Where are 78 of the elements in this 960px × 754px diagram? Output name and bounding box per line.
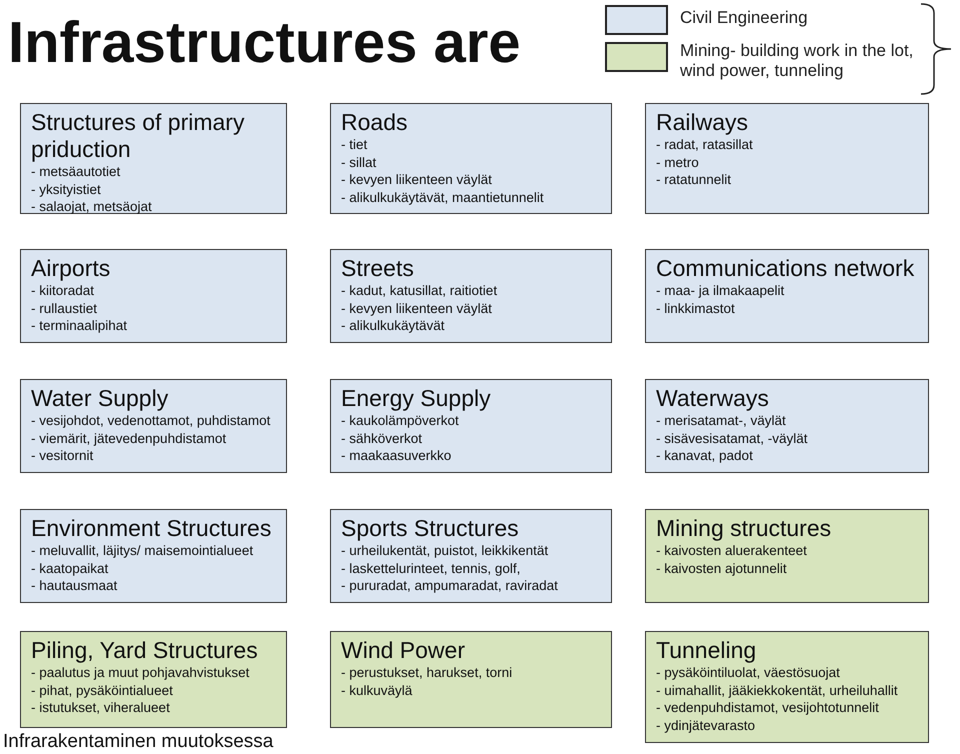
category-box — [645, 509, 929, 603]
box-heading: Streets — [341, 255, 415, 282]
category-box — [330, 631, 612, 728]
list-item: - vesijohdot, vedenottamot, puhdistamot — [31, 412, 272, 430]
list-item: - radat, ratasillat — [656, 136, 754, 154]
title: Infrastructures are — [8, 10, 521, 76]
list-item: - alikulkukäytävät, maantietunnelit — [341, 188, 545, 206]
list-item: - ydinjätevarasto — [656, 716, 756, 734]
list-item: - kaivosten ajotunnelit — [656, 560, 788, 577]
list-item: - salaojat, metsäojat — [31, 198, 153, 216]
category-box — [330, 509, 612, 603]
category-box — [645, 631, 929, 743]
list-item: - sähköverkot — [341, 430, 424, 447]
box-heading: Communications network — [656, 255, 916, 282]
box-heading: Railways — [656, 109, 750, 136]
box-heading: Sports Structures — [341, 515, 520, 542]
list-item: - viemärit, jätevedenpuhdistamot — [31, 430, 228, 447]
list-item: - kevyen liikenteen väylät — [341, 300, 493, 317]
caption: Infrarakentaminen muutoksessa — [3, 731, 274, 753]
list-item: - alikulkukäytävät — [341, 317, 446, 334]
list-item: - metro — [656, 154, 700, 171]
category-box — [20, 103, 287, 214]
list-item: - meluvallit, läjitys/ maisemointialueet — [31, 542, 254, 560]
list-item: - tiet — [341, 136, 368, 154]
box-heading: Piling, Yard Structures — [31, 637, 259, 664]
list-item: - kevyen liikenteen väylät — [341, 171, 493, 188]
list-item: - ratatunnelit — [656, 171, 732, 188]
box-heading: Roads — [341, 109, 408, 136]
list-item: - pururadat, ampumaradat, raviradat — [341, 577, 559, 594]
list-item: - uimahallit, jääkiekkokentät, urheiluhallit — [656, 682, 899, 699]
list-item: - istutukset, viheralueet — [31, 699, 171, 716]
list-item: - sisävesisatamat, -väylät — [656, 430, 809, 447]
list-item: - vesitornit — [31, 447, 94, 464]
category-box — [20, 249, 287, 343]
box-heading: Tunneling — [656, 637, 758, 664]
list-item: - sillat — [341, 154, 378, 171]
list-item: - kaivosten aluerakenteet — [656, 542, 808, 560]
box-heading: Wind Power — [341, 637, 466, 664]
category-box — [20, 509, 287, 603]
list-item: - kulkuväylä — [341, 682, 414, 699]
list-item: - kanavat, padot — [656, 447, 754, 464]
list-item: - pihat, pysäköintialueet — [31, 682, 174, 699]
legend-label: Civil Engineering — [680, 8, 809, 28]
list-item: - vedenpuhdistamot, vesijohtotunnelit — [656, 699, 880, 716]
list-item: - maa- ja ilmakaapelit — [656, 282, 786, 300]
box-heading: Structures of primary priduction — [31, 109, 246, 163]
list-item: - maakaasuverkko — [341, 447, 452, 464]
box-heading: Water Supply — [31, 385, 170, 412]
list-item: - pysäköintiluolat, väestösuojat — [656, 664, 841, 682]
box-heading: Waterways — [656, 385, 770, 412]
box-heading: Airports — [31, 255, 112, 282]
list-item: - urheilukentät, puistot, leikkikentät — [341, 542, 550, 560]
list-item: - laskettelurinteet, tennis, golf, — [341, 560, 522, 577]
category-box — [20, 631, 287, 728]
list-item: - kaukolämpöverkot — [341, 412, 460, 430]
list-item: - perustukset, harukset, torni — [341, 664, 514, 682]
list-item: - kiitoradat — [31, 282, 96, 300]
list-item: - merisatamat-, väylät — [656, 412, 787, 430]
category-box — [645, 249, 929, 343]
list-item: - linkkimastot — [656, 300, 736, 317]
list-item: - metsäautotiet — [31, 163, 122, 180]
box-heading: Environment Structures — [31, 515, 272, 542]
category-box — [645, 379, 929, 473]
legend-label: Mining- building work in the lot, wind power, tunneling — [680, 41, 914, 81]
list-item: - kaatopaikat — [31, 560, 110, 577]
category-box — [330, 379, 612, 473]
category-box — [20, 379, 287, 473]
category-box — [330, 249, 612, 343]
category-box — [330, 103, 612, 214]
list-item: - hautausmaat — [31, 577, 118, 594]
box-heading: Mining structures — [656, 515, 832, 542]
list-item: - paalutus ja muut pohjavahvistukset — [31, 664, 250, 682]
list-item: - yksityistiet — [31, 180, 102, 198]
list-item: - kadut, katusillat, raitiotiet — [341, 282, 498, 300]
list-item: - terminaalipihat — [31, 317, 128, 334]
list-item: - rullaustiet — [31, 300, 98, 317]
category-box — [645, 103, 929, 214]
box-heading: Energy Supply — [341, 385, 492, 412]
